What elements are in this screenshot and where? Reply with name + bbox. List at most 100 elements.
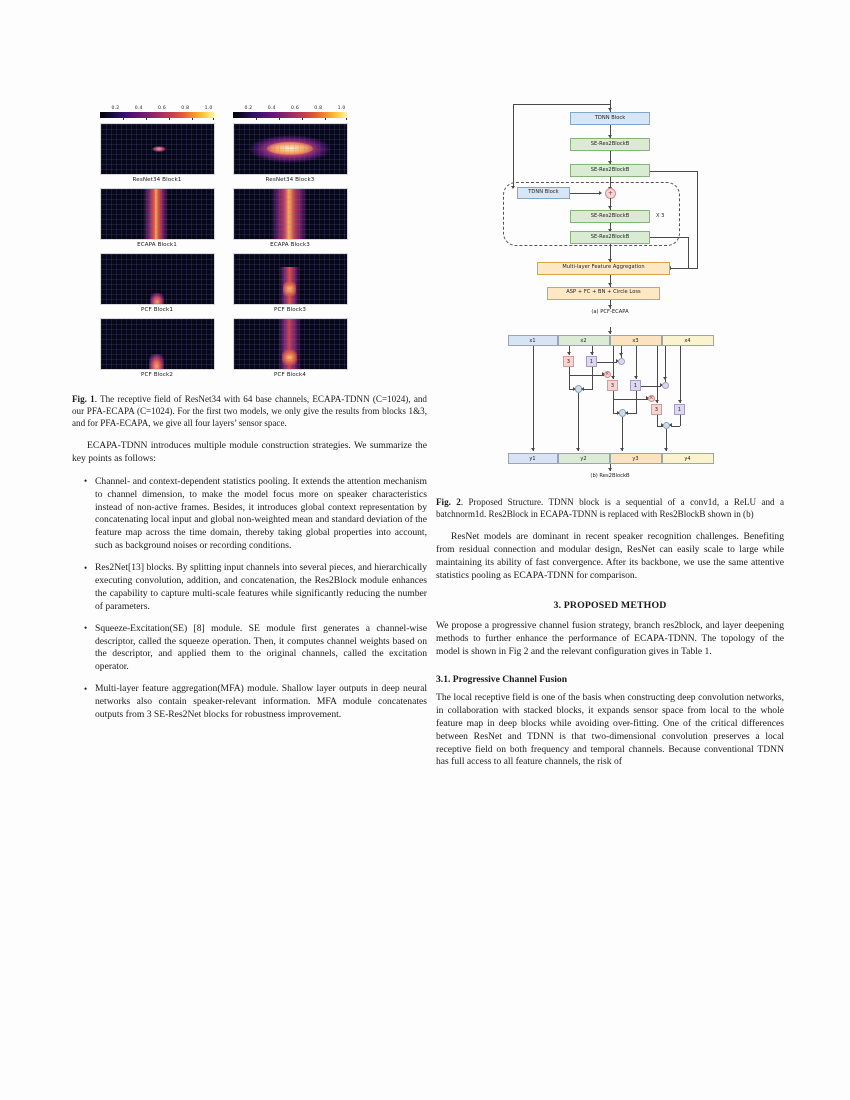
channel-label: y4	[684, 455, 691, 462]
connector	[679, 415, 681, 426]
grid-lines	[100, 124, 214, 174]
connector	[609, 327, 611, 334]
grid-lines	[233, 124, 347, 174]
channel-label: x3	[632, 337, 639, 344]
connector	[609, 299, 611, 309]
arrow-icon	[654, 400, 659, 403]
block-asp-head: ASP + FC + BN + Circle Loss	[547, 286, 660, 300]
connector	[597, 361, 617, 363]
heatmap-cell: PCF Block3	[232, 253, 348, 316]
arrow-icon	[663, 377, 668, 380]
activation-blob	[150, 293, 164, 304]
tick: 0.8	[314, 106, 323, 111]
channel-label: y2	[580, 455, 587, 462]
list-item: Channel- and context-dependent statistic…	[84, 475, 427, 553]
heatmap-ecapa-block1	[99, 188, 215, 240]
kernel-3-b2: 3	[563, 356, 574, 367]
arrow-icon	[619, 353, 624, 356]
colorbar-gradient	[99, 112, 215, 118]
connector	[568, 367, 570, 375]
colorbar-axis	[233, 118, 348, 121]
arrow-icon	[633, 376, 638, 379]
tick: 0.2	[111, 106, 120, 111]
connector	[612, 398, 614, 414]
connector	[609, 222, 611, 232]
tick: 0.4	[267, 106, 276, 111]
heatmap-cell: PCF Block2	[99, 318, 215, 381]
block-label: SE-Res2BlockB	[590, 140, 630, 147]
connector	[622, 417, 623, 451]
activation-core	[267, 141, 313, 155]
heatmap-label: ResNet34 Block1	[132, 177, 182, 183]
output-channel-y1: y1	[507, 453, 558, 464]
tick: 0.4	[134, 106, 143, 111]
connector	[591, 374, 593, 390]
heatmap-pcf-block3	[232, 253, 348, 305]
heatmap-resnet34-block1	[99, 123, 215, 175]
colorbar-axis	[100, 118, 215, 121]
section-heading-proposed-method: 3. PROPOSED METHOD	[553, 599, 667, 611]
plus-icon: +	[607, 189, 614, 197]
resnet-paragraph: ResNet models are dominant in recent spe…	[436, 531, 784, 581]
kernel-1-b2: 1	[586, 356, 597, 367]
subsection-heading-progressive-channel-fusion: 3.1. Progressive Channel Fusion	[436, 673, 568, 685]
figure-1-caption-prefix: Fig. 1	[72, 394, 95, 404]
op-purple-1	[617, 357, 625, 366]
list-item: Res2Net[13] blocks. By splitting input c…	[84, 562, 427, 614]
connector	[609, 100, 611, 112]
tick: 1.0	[337, 106, 346, 111]
connector	[612, 391, 614, 399]
heatmap-cell: ECAPA Block3	[232, 188, 348, 251]
arrow-icon	[664, 448, 669, 451]
colorbar-left: 0.2 0.4 0.6 0.8 1.0	[99, 106, 215, 121]
op-icon: ×	[649, 395, 654, 402]
activation-core	[282, 350, 297, 365]
grid-lines	[233, 254, 347, 304]
block-mfa: Multi-layer Feature Aggregation	[537, 261, 670, 275]
figure-2-caption-text: . Proposed Structure. TDNN block is a se…	[436, 497, 785, 520]
activation-blob	[152, 146, 167, 152]
op-purple-2	[661, 381, 669, 390]
output-channel-y3: y3	[609, 453, 662, 464]
colorbar-row: 0.2 0.4 0.6 0.8 1.0 0.2 0.4 0.	[99, 106, 400, 121]
arrow-icon	[607, 134, 612, 138]
grid-lines	[100, 254, 214, 304]
input-channel-x2: x2	[557, 335, 610, 346]
kernel-label: 1	[633, 382, 638, 389]
activation-blob	[270, 189, 307, 239]
block-label: TDNN Block	[528, 189, 559, 196]
kernel-1-b4: 1	[674, 404, 685, 415]
arrow-icon	[620, 448, 625, 451]
block-label: ASP + FC + BN + Circle Loss	[566, 289, 641, 296]
heatmap-cell: ECAPA Block1	[99, 188, 215, 251]
kernel-label: 1	[589, 358, 594, 365]
arrow-icon	[615, 359, 619, 364]
connector	[568, 374, 604, 376]
connector	[609, 243, 611, 262]
grid-lines	[233, 189, 347, 239]
connector	[656, 425, 663, 427]
connector	[670, 425, 680, 427]
block-se-res2blockb-1: SE-Res2BlockB	[570, 138, 650, 151]
heatmap-label: ECAPA Block3	[270, 242, 310, 248]
figure-2a-pcf-ecapa: TDNN Block SE-Res2BlockB SE-Res2BlockB	[485, 100, 735, 315]
heatmap-pcf-block2	[99, 318, 215, 370]
heatmap-label: PCF Block4	[274, 372, 306, 378]
arrow-icon	[625, 410, 628, 415]
kernel-3-b4: 3	[651, 404, 662, 415]
arrow-icon	[669, 423, 672, 428]
arrow-icon	[566, 352, 571, 355]
heatmap-cell: ResNet34 Block1	[99, 123, 215, 186]
intro-paragraph: ECAPA-TDNN introduces multiple module co…	[72, 440, 427, 465]
heatmap-ecapa-block3	[232, 188, 348, 240]
connector	[609, 151, 611, 164]
connector	[568, 389, 575, 390]
op-multiply-2: ×	[647, 394, 655, 403]
heatmap-pcf-block4	[232, 318, 348, 370]
heatmap-resnet34-block3	[232, 123, 348, 175]
arrow-icon	[607, 160, 612, 164]
arrow-icon	[607, 228, 612, 232]
colorbar-right-ticks: 0.2 0.4 0.6 0.8 1.0	[233, 106, 348, 112]
kernel-label: 3	[654, 406, 659, 413]
